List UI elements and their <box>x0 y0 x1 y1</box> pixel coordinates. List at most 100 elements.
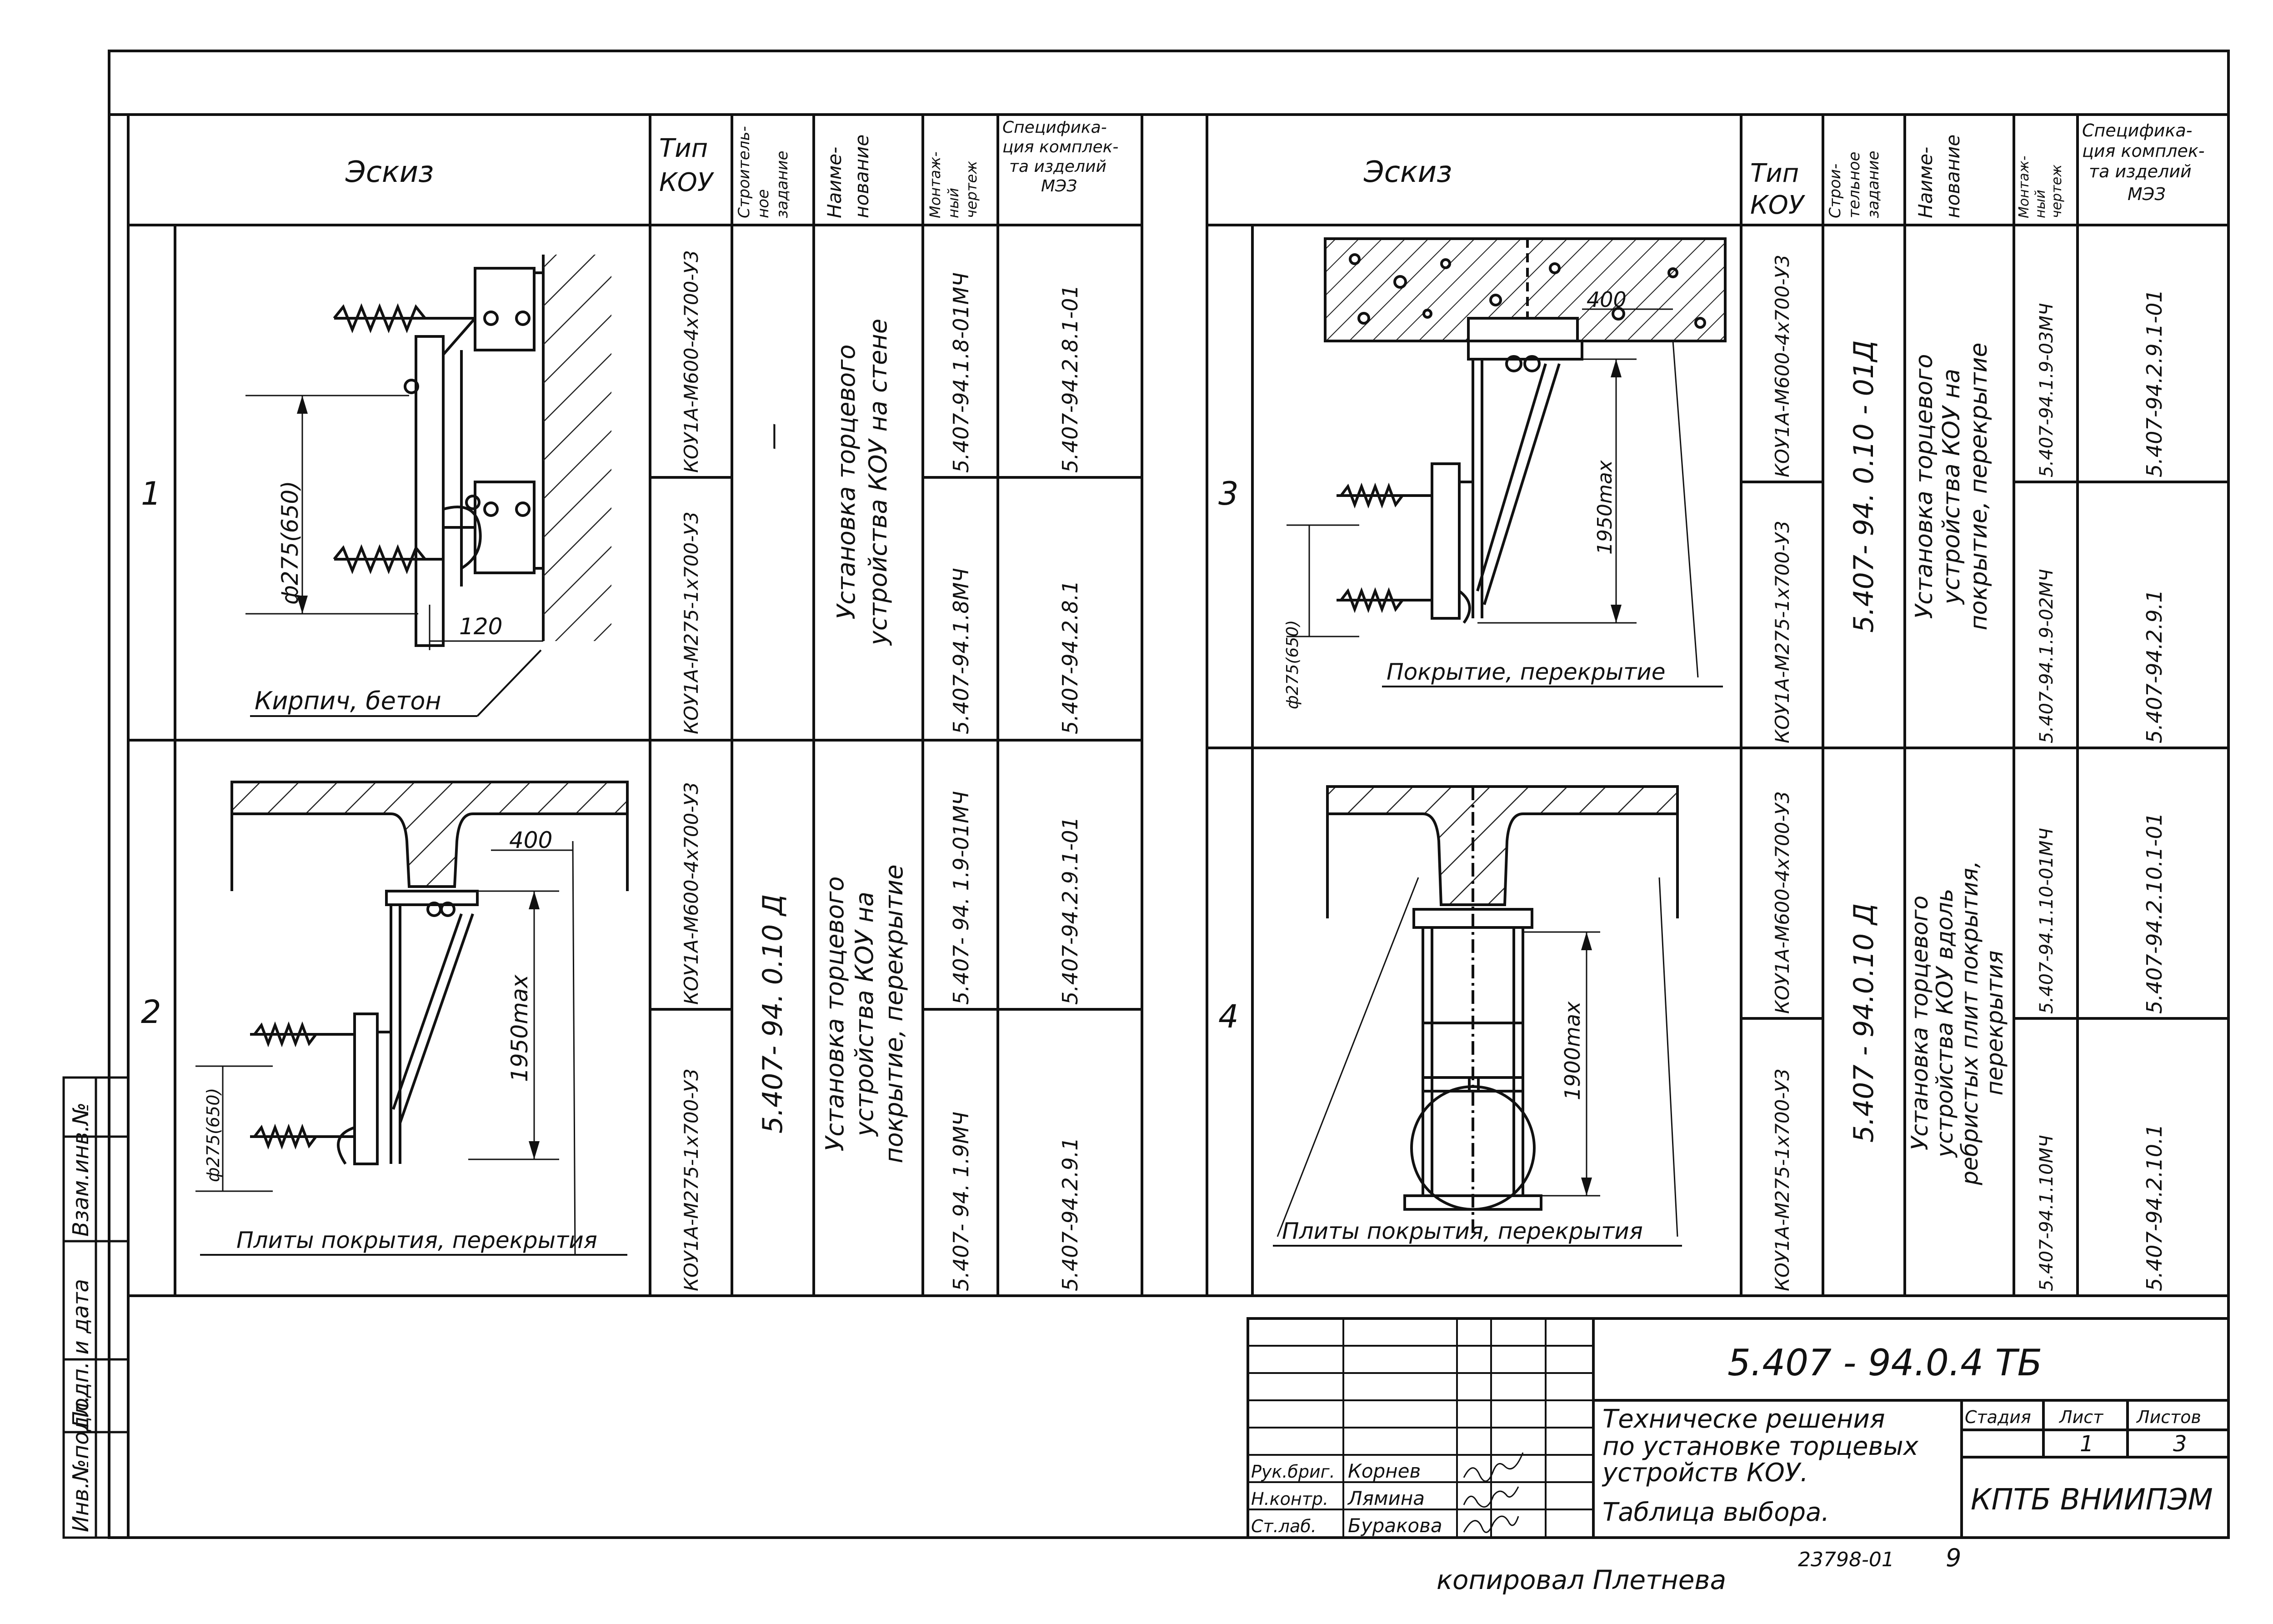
row3-type-a: КОУ1А-М600-4х700-У3 <box>1771 255 1793 477</box>
row4-type-b: КОУ1А-М275-1х700-У3 <box>1771 1068 1793 1291</box>
left-header-spec-4: МЭЗ <box>1041 177 1077 195</box>
page-number: 9 <box>1946 1544 1961 1572</box>
right-header-construction-2: тельное <box>1845 152 1863 218</box>
sheet-number: 1 <box>2080 1431 2094 1457</box>
left-header-construction-3: задание <box>773 150 791 218</box>
role-2: Н.контр. <box>1251 1489 1328 1509</box>
sketch1-diameter-label: ф275(650) <box>277 481 303 605</box>
right-header-mount-2: ный <box>2033 190 2048 218</box>
name-3: Буракова <box>1348 1514 1442 1537</box>
title-line-4: Таблица выбора. <box>1602 1498 1829 1527</box>
left-table: Эскиз Тип КОУ Строитель- ное задание Наи… <box>127 113 1143 1297</box>
sketch4-height-label: 1900max <box>1560 1001 1585 1100</box>
row1-mount-b: 5.407-94.1.8МЧ <box>949 568 973 734</box>
row4-naming-4: перекрытия <box>1982 950 2008 1095</box>
row2-type-b: КОУ1А-М275-1х700-У3 <box>680 1068 702 1291</box>
copied-by: копировал Плетнева <box>1437 1564 1726 1595</box>
row1-spec-b: 5.407-94.2.8.1 <box>1058 581 1082 735</box>
sketch-4-ribbed-slab-mount: 1900max Плиты покрытия, перекрытия <box>1273 785 1682 1247</box>
right-header-type-1: Тип <box>1750 159 1799 188</box>
sketch3-diameter-label: ф275(650) <box>1283 620 1302 709</box>
title-line-3: устройств КОУ. <box>1602 1458 1808 1488</box>
row4-mount-a: 5.407-94.1.10-01МЧ <box>2036 828 2057 1014</box>
left-header-spec-2: ция комплек- <box>1002 138 1118 156</box>
left-header-mount-3: чертеж <box>963 161 980 218</box>
side-stamp: Инв.№подл. Подп. и дата Взам.инв.№ <box>62 1076 130 1539</box>
title-block: 5.407 - 94.0.4 ТБ Техническе решения по … <box>1247 1317 2230 1539</box>
right-header-spec-4: МЭЗ <box>2128 184 2166 204</box>
sketch3-offset-label: 400 <box>1587 287 1627 312</box>
row3-spec-b: 5.407-94.2.9.1 <box>2142 590 2167 744</box>
row4-naming-1: Установка торцевого <box>1907 896 1933 1150</box>
row4-mount-b: 5.407-94.1.10МЧ <box>2036 1135 2057 1291</box>
row1-construction: — <box>757 423 789 450</box>
row1-naming-2: устройства КОУ на стене <box>864 319 892 646</box>
row3-naming-2: устройства КОУ на <box>1938 369 1965 605</box>
right-header-naming-2: нование <box>1942 135 1964 218</box>
row3-spec-a: 5.407-94.2.9.1-01 <box>2142 289 2167 477</box>
row3-type-b: КОУ1А-М275-1х700-У3 <box>1771 521 1793 743</box>
left-header-spec-1: Специфика- <box>1002 118 1107 137</box>
row4-naming-3: ребристых плит покрытия, <box>1957 861 1983 1186</box>
row2-naming-3: покрытие, перекрытие <box>880 864 908 1163</box>
stamp-sign-date: Подп. и дата <box>68 1279 94 1428</box>
row3-mount-b: 5.407-94.1.9-02МЧ <box>2036 569 2057 743</box>
right-header-spec-2: ция комплек- <box>2082 141 2205 161</box>
left-header-construction-2: ное <box>754 189 772 218</box>
signatures <box>1463 1452 1524 1533</box>
name-2: Лямина <box>1347 1487 1425 1509</box>
right-header-mount-1: Монтаж- <box>2016 155 2032 218</box>
row2-construction: 5.407- 94. 0.10 Д <box>757 894 789 1134</box>
row2-mount-b: 5.407- 94. 1.9МЧ <box>949 1112 973 1291</box>
sketch1-offset-label: 120 <box>459 613 502 640</box>
row-number-4: 4 <box>1218 998 1239 1035</box>
right-header-construction-3: задание <box>1864 150 1882 218</box>
sketch1-caption: Кирпич, бетон <box>255 687 441 715</box>
right-header-construction-1: Строи- <box>1826 164 1844 218</box>
row3-mount-a: 5.407-94.1.9-03МЧ <box>2036 303 2057 477</box>
document-code: 5.407 - 94.0.4 ТБ <box>1727 1342 2042 1384</box>
stamp-inv-no: Инв.№подл. <box>68 1395 94 1532</box>
right-header-sketch: Эскиз <box>1363 155 1452 189</box>
row4-naming-2: устройства КОУ вдоль <box>1932 889 1958 1158</box>
row3-naming-3: покрытие, перекрытие <box>1965 343 1993 631</box>
right-header-mount-3: чертеж <box>2049 165 2065 218</box>
row2-spec-a: 5.407-94.2.9.1-01 <box>1058 817 1082 1005</box>
row3-construction: 5.407- 94. 0.10 - 01Д <box>1848 340 1880 633</box>
left-header-naming-2: нование <box>851 135 873 218</box>
name-1: Корнев <box>1348 1460 1421 1482</box>
left-header-spec-3: та изделий <box>1009 157 1106 176</box>
stamp-replace-inv: Взам.инв.№ <box>68 1103 94 1237</box>
row2-type-a: КОУ1А-М600-4х700-У3 <box>680 782 702 1005</box>
row3-naming-1: Установка торцевого <box>1911 354 1938 619</box>
right-header-spec-1: Специфика- <box>2082 120 2192 140</box>
sheets-label: Листов <box>2136 1407 2201 1427</box>
row-number-3: 3 <box>1218 475 1239 512</box>
row-number-1: 1 <box>141 475 161 512</box>
row1-type-a: КОУ1А-М600-4х700-У3 <box>680 250 702 473</box>
sketch-2-slab-mount: 400 1950max ф275(650) Плиты покрытия, пе… <box>195 781 629 1256</box>
right-header-type-2: КОУ <box>1750 190 1806 220</box>
sheets-total: 3 <box>2173 1431 2187 1457</box>
left-header-mount-1: Монтаж- <box>926 151 944 218</box>
left-header-construction-1: Строитель- <box>735 126 753 218</box>
sketch3-caption: Покрытие, перекрытие <box>1387 659 1666 685</box>
sketch-1-wall-mount: ф275(650) 120 Кирпич, бетон <box>245 255 611 717</box>
role-1: Рук.бриг. <box>1251 1462 1335 1482</box>
row4-spec-a: 5.407-94.2.10.1-01 <box>2142 812 2167 1014</box>
role-3: Ст.лаб. <box>1251 1516 1317 1536</box>
left-header-mount-2: ный <box>945 188 962 218</box>
row4-type-a: КОУ1А-М600-4х700-У3 <box>1771 791 1793 1014</box>
sheet-label: Лист <box>2058 1407 2104 1427</box>
sketch4-caption: Плиты покрытия, перекрытия <box>1282 1218 1643 1244</box>
row2-spec-b: 5.407-94.2.9.1 <box>1058 1138 1082 1292</box>
left-header-type-1: Тип <box>659 134 708 163</box>
organization: КПТБ ВНИИПЭМ <box>1971 1483 2213 1517</box>
row1-type-b: КОУ1А-М275-1х700-У3 <box>680 511 702 734</box>
right-header-spec-3: та изделий <box>2089 161 2192 181</box>
right-header-naming-1: Наиме- <box>1914 147 1937 218</box>
left-header-naming-1: Наиме- <box>823 147 846 218</box>
left-header-type-2: КОУ <box>659 168 715 197</box>
title-line-2: по установке торцевых <box>1602 1432 1919 1461</box>
